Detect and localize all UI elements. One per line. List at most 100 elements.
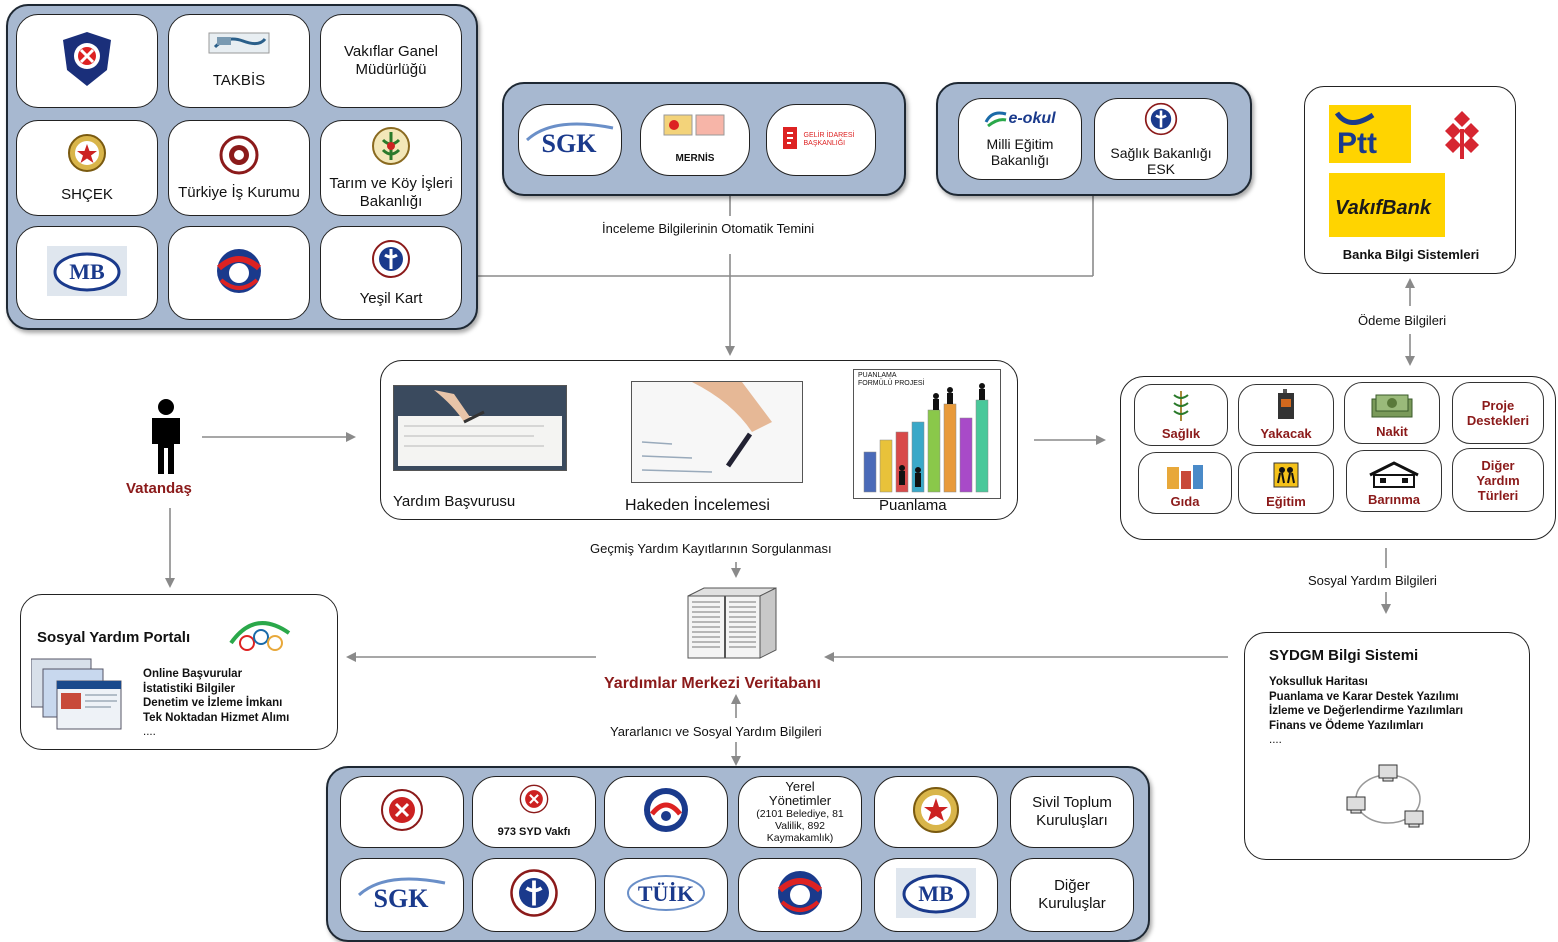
portal-item: Tek Noktadan Hizmet Alımı: [143, 711, 290, 724]
shcek-emblem-icon: [67, 133, 107, 178]
aid-type-label: Yakacak: [1260, 426, 1312, 441]
sgk-logo-text: SGK: [374, 884, 430, 913]
sydgm-items: Yoksulluk Haritası Puanlama ve Karar Des…: [1269, 675, 1463, 748]
eokul-logo-text: e-okul: [1008, 110, 1056, 127]
stove-icon: [1275, 389, 1297, 426]
institution-card-tuik: TÜİK: [604, 858, 728, 932]
institution-label: Yerel Yönetimler: [768, 779, 832, 808]
sgk-logo-icon: SGK: [355, 873, 449, 918]
portal-item: Denetim ve İzleme İmkanı: [143, 697, 283, 709]
institution-card-yerel-yonetimler: Yerel Yönetimler (2101 Belediye, 81 Vali…: [738, 776, 862, 848]
aid-type-nakit: Nakit: [1344, 382, 1440, 444]
institution-label: Türkiye İş Kurumu: [178, 183, 300, 201]
institution-label: Sivil Toplum Kuruluşları: [1032, 794, 1112, 829]
aid-type-label: Proje Destekleri: [1466, 398, 1530, 428]
institution-card-saglik-esk: Sağlık Bakanlığı ESK: [1094, 98, 1228, 180]
institution-card-tarim: Tarım ve Köy İşleri Bakanlığı: [320, 120, 462, 216]
process-step-label: Yardım Başvurusu: [393, 493, 516, 510]
institution-card-vakiflar: Vakıflar Ganel Müdürlüğü: [320, 14, 462, 108]
institution-card-meb: e-okul Milli Eğitim Bakanlığı: [958, 98, 1082, 180]
institution-label: TAKBİS: [212, 72, 266, 89]
institution-label: Yeşil Kart: [359, 289, 423, 307]
server-database-icon: [684, 586, 780, 667]
portal-items: Online Başvurular İstatistiki Bilgiler D…: [143, 667, 289, 740]
institution-label: Tarım ve Köy İşleri Bakanlığı: [329, 174, 453, 210]
aid-type-label: Gıda: [1170, 494, 1200, 509]
sydgm-item: İzleme ve Değerlendirme Yazılımları: [1269, 705, 1464, 717]
institution-label: Diğer Kuruluşlar: [1038, 877, 1106, 912]
institution-card-sydgm: [340, 776, 464, 848]
sgk-logo-icon: SGK: [523, 118, 617, 163]
process-step-label: Hakeden İncelemesi: [625, 497, 770, 514]
aid-type-proje: Proje Destekleri: [1452, 382, 1544, 444]
bar-chart-people-icon: PUANLAMA FORMÜLÜ PROJESİ: [853, 369, 1001, 499]
svg-text:MB: MB: [918, 881, 954, 906]
institution-label: Vakıflar Ganel Müdürlüğü: [344, 43, 438, 78]
school-sign-icon: [1272, 461, 1300, 494]
database-label: Yardımlar Merkezi Veritabanı: [604, 675, 821, 692]
institution-label: Sağlık Bakanlığı ESK: [1110, 144, 1212, 177]
institution-card-icisleri: [604, 776, 728, 848]
institution-card-diger: Diğer Kuruluşlar: [1010, 858, 1134, 932]
institution-card-kizilay: [874, 776, 998, 848]
network-computers-icon: [1343, 763, 1433, 838]
gib-logo-icon: [779, 125, 801, 156]
pen-review-icon: [631, 381, 803, 483]
institution-label: Milli Eğitim Bakanlığı: [986, 136, 1054, 168]
aid-type-label: Sağlık: [1161, 426, 1201, 441]
icisleri-emblem-icon: [642, 786, 690, 839]
svg-text:MB: MB: [69, 259, 105, 284]
maliye-mb-logo-icon: MB: [47, 245, 127, 301]
process-step-label: Puanlama: [879, 497, 947, 514]
bank-info-systems-title: Banka Bilgi Sistemleri: [1342, 247, 1480, 262]
institution-card-iskur: Türkiye İş Kurumu: [168, 120, 310, 216]
police-emblem-icon: [59, 30, 115, 93]
puanlama-chart-caption: PUANLAMA FORMÜLÜ PROJESİ: [858, 372, 925, 387]
portal-logo-icon: [225, 613, 295, 662]
saglik-emblem-icon: [1144, 102, 1178, 141]
aid-type-label: Barınma: [1367, 492, 1421, 507]
mernis-logo-icon: [660, 113, 730, 154]
tarim-emblem-icon: [369, 126, 413, 171]
portal-item: İstatistiki Bilgiler: [143, 682, 236, 695]
portal-item: Online Başvurular: [143, 668, 243, 680]
institution-card-shcek: SHÇEK: [16, 120, 158, 216]
maliye-mb-logo-icon: MB: [896, 867, 976, 923]
portal-screenshots-icon: [30, 657, 131, 738]
flow-label-odeme: Ödeme Bilgileri: [1358, 313, 1447, 328]
institution-card-maliye: MB: [16, 226, 158, 320]
institution-label: 973 SYD Vakfı: [497, 825, 571, 838]
institution-card-maliye-bottom: MB: [874, 858, 998, 932]
takbis-logo-icon: [207, 29, 271, 62]
institution-card-sgk: SGK: [518, 104, 622, 176]
vakifbank-logo-icon: VakıfBank: [1329, 173, 1445, 237]
institution-card-sgk-bottom: SGK: [340, 858, 464, 932]
tuik-logo-text: TÜİK: [638, 881, 694, 906]
institution-card-yesil-kart: Yeşil Kart: [320, 226, 462, 320]
portal-title: Sosyal Yardım Portalı: [37, 629, 191, 646]
ptt-logo-icon: Ptt: [1329, 105, 1411, 163]
syd-vakfi-emblem-icon: [519, 784, 549, 819]
portal-item: ....: [143, 726, 156, 738]
sydgm-item: Puanlama ve Karar Destek Yazılımı: [1269, 690, 1459, 703]
sydgm-info-system-box: SYDGM Bilgi Sistemi Yoksulluk Haritası P…: [1244, 632, 1530, 860]
sydgm-item: Finans ve Ödeme Yazılımları: [1269, 719, 1424, 732]
institution-card-saglik-bottom: [472, 858, 596, 932]
flow-label-inceleme: İnceleme Bilgilerinin Otomatik Temini: [602, 221, 815, 236]
sydgm-item: Yoksulluk Haritası: [1269, 676, 1368, 688]
gib-label: GELİR İDARESİ BAŞKANLIĞI: [803, 132, 855, 147]
sydgm-item: ....: [1269, 734, 1282, 746]
ziraat-logo-icon: [1423, 105, 1501, 163]
institution-card-sgk-circle-bottom: [738, 858, 862, 932]
house-icon: [1366, 461, 1422, 492]
vakifbank-logo-text: VakıfBank: [1335, 197, 1431, 219]
aid-type-label: Nakit: [1376, 424, 1408, 439]
institution-card-sgk-circle: [168, 226, 310, 320]
institution-card-gib: GELİR İDARESİ BAŞKANLIĞI: [766, 104, 876, 176]
sydgm-title: SYDGM Bilgi Sistemi: [1269, 647, 1419, 664]
red-crescent-emblem-icon: [912, 786, 960, 839]
saglik-emblem-icon: [509, 868, 559, 923]
social-aid-portal-box: Sosyal Yardım Portalı Online Başvurular …: [20, 594, 338, 750]
caduceus-icon: [1170, 389, 1192, 426]
aid-type-saglik: Sağlık: [1134, 384, 1228, 446]
